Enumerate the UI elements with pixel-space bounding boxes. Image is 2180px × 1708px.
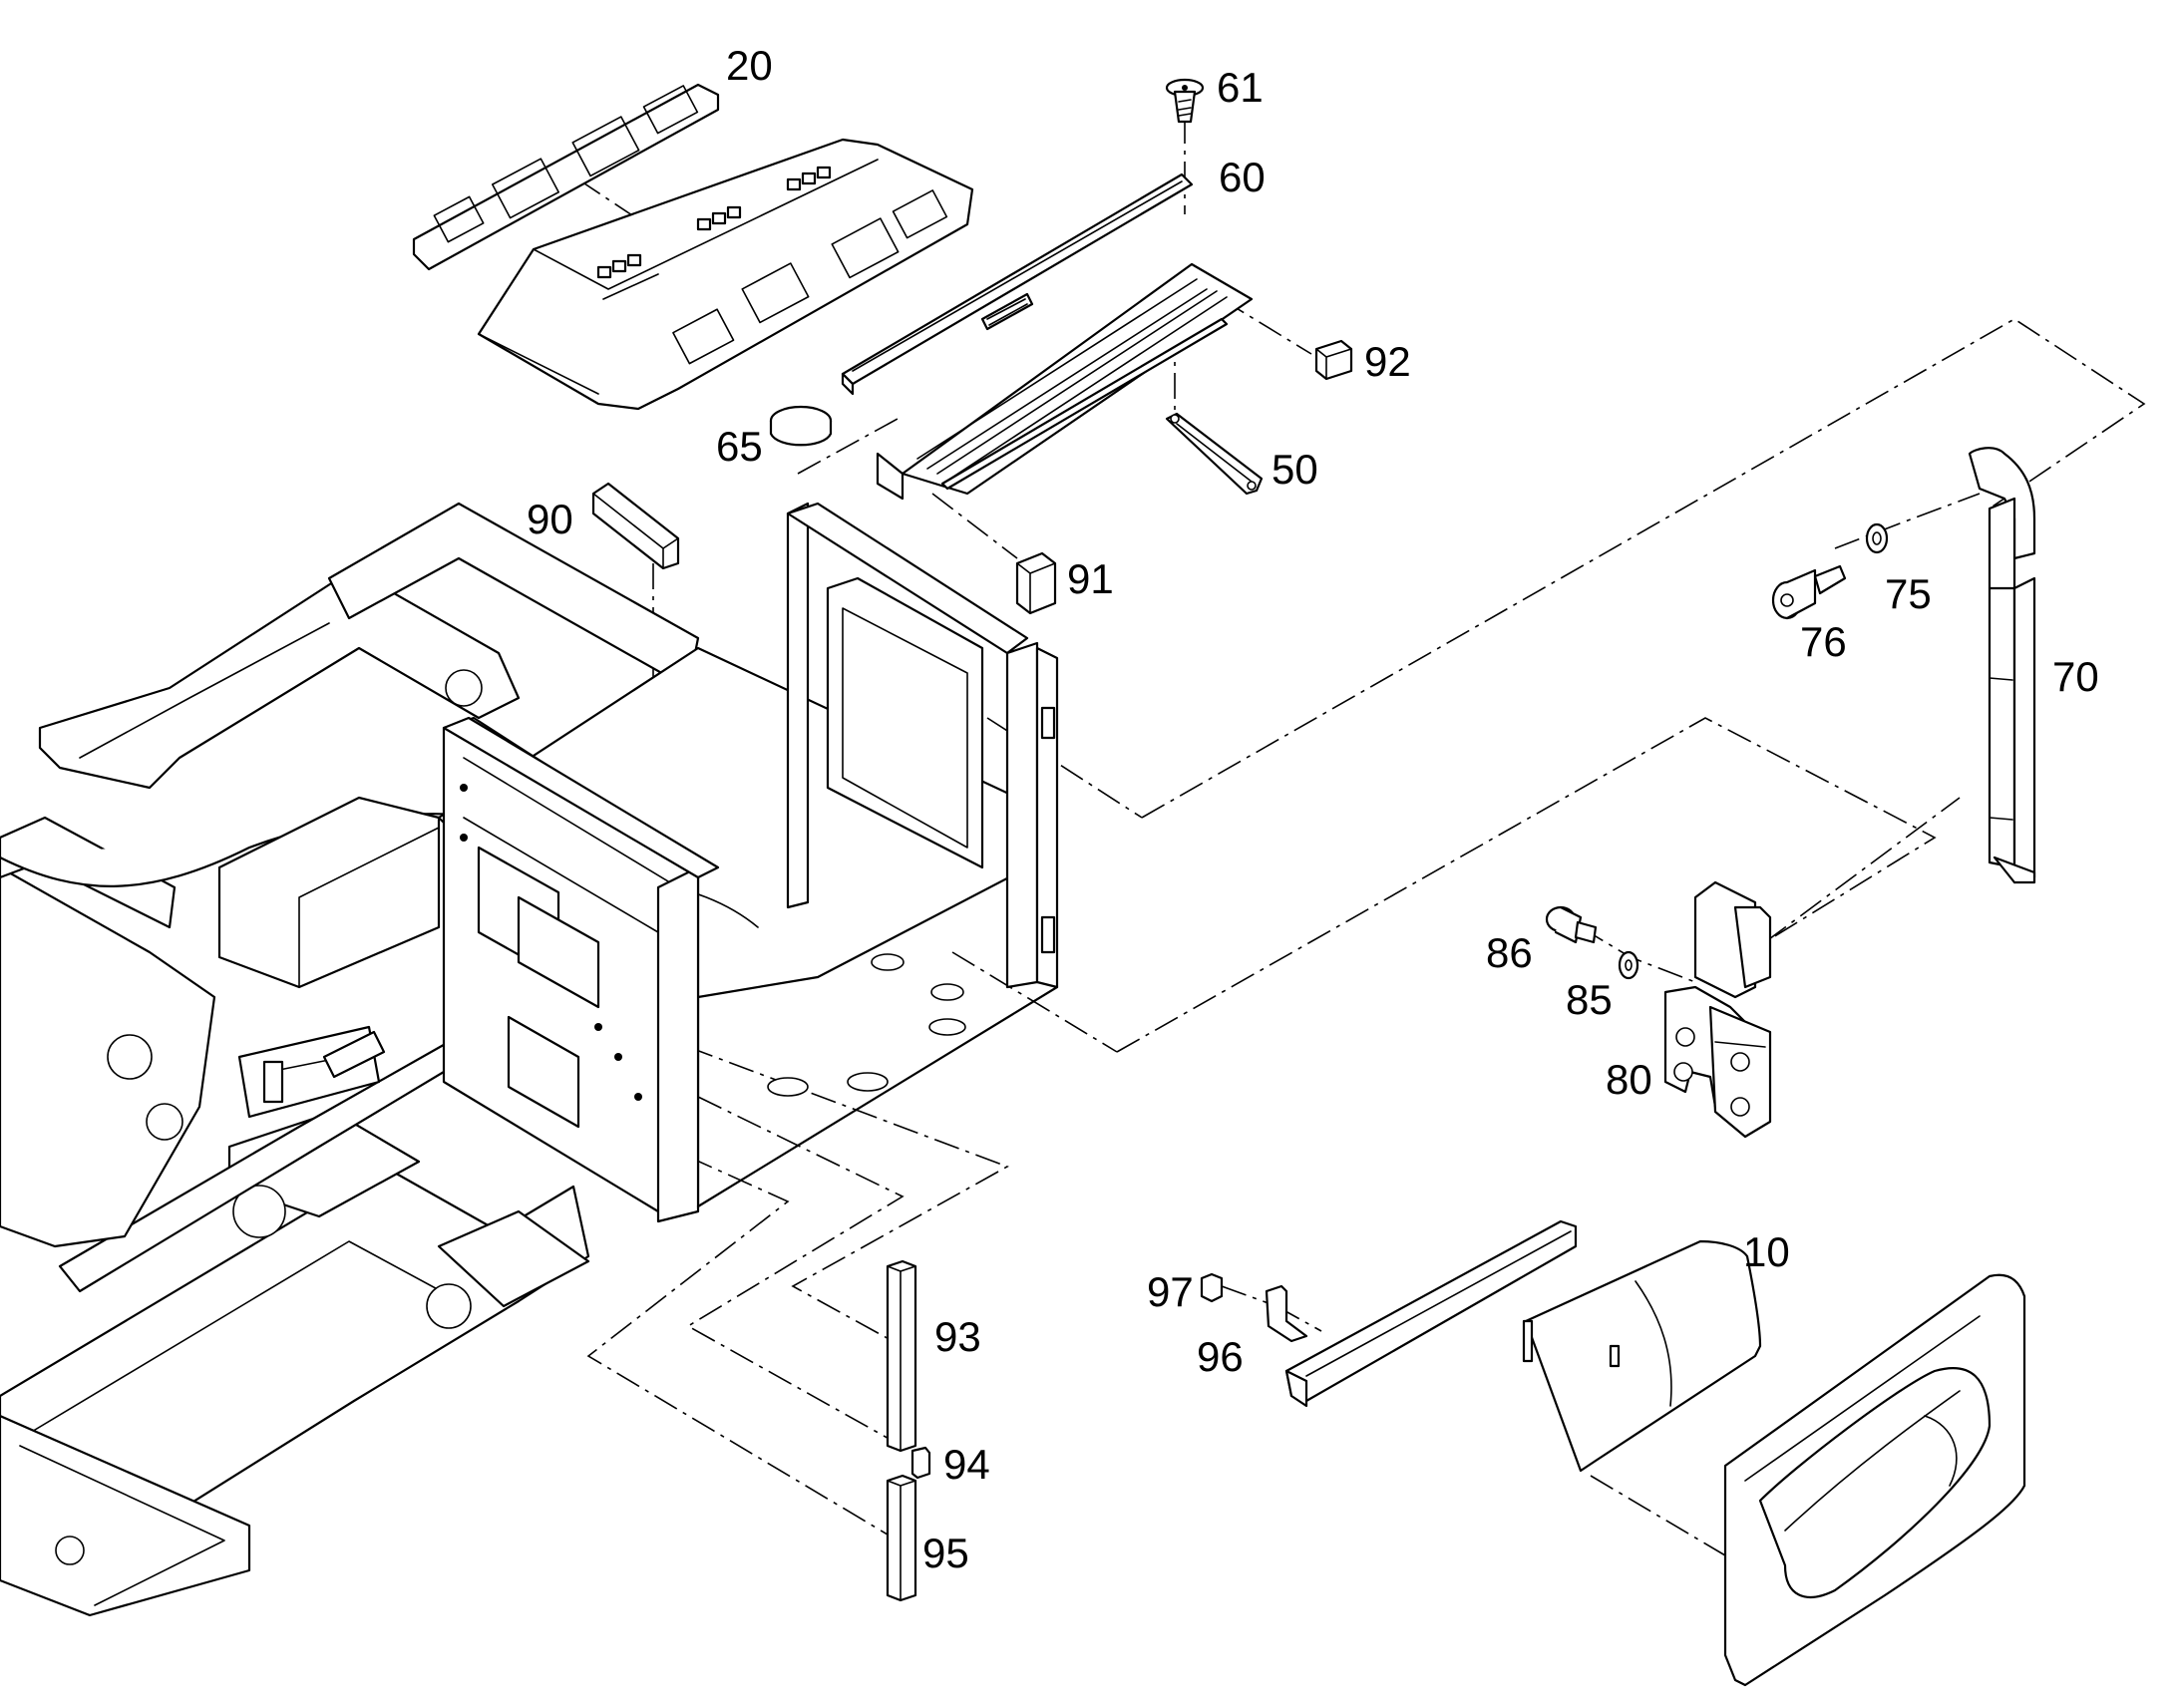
- leader-86-85: [1580, 926, 1696, 983]
- cab-frame: [442, 502, 1059, 1223]
- leader-80-to-frame: [1116, 717, 1937, 1053]
- callout-94: 94: [943, 1441, 990, 1488]
- part-80-bracket: [1663, 880, 1772, 1139]
- base-frame-bracket: [322, 1030, 386, 1079]
- callout-50: 50: [1272, 446, 1318, 493]
- callout-91: 91: [1067, 555, 1114, 602]
- door-panel: [1723, 1273, 2026, 1687]
- leader-65-to-plate: [797, 418, 899, 475]
- base-frame-mount-right: [437, 1209, 590, 1308]
- part-92-block: [1314, 339, 1353, 381]
- callout-92: 92: [1364, 338, 1411, 385]
- callout-90: 90: [527, 496, 573, 542]
- callout-85: 85: [1566, 976, 1613, 1023]
- leader-91-to-grille: [931, 493, 1018, 559]
- callout-93: 93: [934, 1313, 981, 1360]
- cab-frame-floor-edge: [696, 985, 1059, 1208]
- part-75-washer: [1865, 522, 1889, 554]
- part-91-block: [1015, 551, 1057, 615]
- part-61-screw: [1165, 78, 1205, 124]
- cab-frame-right-post: [656, 865, 700, 1223]
- part-85-washer: [1618, 950, 1639, 980]
- grille-lower-strip: [940, 317, 1229, 491]
- part-90-block: [591, 482, 680, 570]
- callout-61: 61: [1217, 64, 1264, 111]
- part-65-cap: [769, 405, 833, 447]
- callout-labels: 20 61 60 92 50 65 90 91 75 76 70 86 85 8…: [527, 42, 2099, 1576]
- part-97-clip: [1200, 1272, 1224, 1303]
- leader-95-group: [586, 1156, 899, 1541]
- cab-frame-rear-post-right: [1005, 641, 1039, 989]
- callout-20: 20: [726, 42, 773, 89]
- leader-76-75: [1834, 493, 1981, 549]
- part-86-bolt: [1545, 905, 1598, 944]
- cab-frame-lower-panel: [507, 1015, 580, 1129]
- grille-front-lip: [876, 452, 905, 501]
- callout-96: 96: [1197, 1333, 1244, 1380]
- part-95-strip: [886, 1474, 917, 1602]
- callout-76: 76: [1800, 618, 1847, 665]
- callout-60: 60: [1219, 154, 1266, 200]
- cab-frame-rear-post-left: [786, 502, 810, 909]
- part-94-clip: [910, 1446, 931, 1480]
- leader-93-group: [687, 1046, 1009, 1342]
- callout-95: 95: [922, 1530, 969, 1576]
- callout-75: 75: [1885, 570, 1932, 617]
- part-70-post: [1968, 447, 2036, 884]
- cab-frame-top-rear: [786, 502, 1029, 655]
- callout-97: 97: [1147, 1268, 1194, 1315]
- base-frame-tank: [217, 796, 441, 989]
- part-76-bolt: [1771, 564, 1847, 620]
- roof-cover: [477, 138, 974, 411]
- part-96-bracket: [1265, 1284, 1308, 1343]
- leader-80-to-70: [1764, 797, 1961, 943]
- foot-rail: [1284, 1219, 1578, 1408]
- cab-frame-panel-window-2: [517, 895, 600, 1009]
- leader-10-to-door: [1590, 1475, 1726, 1556]
- cab-frame-top-bar: [442, 716, 720, 879]
- part-93-strip: [886, 1259, 917, 1453]
- leader-94-group: [686, 1096, 905, 1442]
- callout-10: 10: [1743, 1228, 1790, 1275]
- cab-frame-rear-window: [826, 576, 984, 869]
- part-60-lid: [841, 172, 1194, 396]
- leader-70-lower: [986, 717, 1143, 819]
- grille-vent-plate: [876, 262, 1254, 501]
- callout-65: 65: [716, 423, 763, 470]
- callout-80: 80: [1606, 1056, 1652, 1103]
- leader-70-to-frame: [1141, 318, 2146, 819]
- leader-20-to-cover: [577, 178, 654, 230]
- part-10-liner: [1522, 1239, 1762, 1473]
- part-50-handle: [1165, 412, 1264, 496]
- callout-70: 70: [2052, 653, 2099, 700]
- callout-86: 86: [1486, 929, 1533, 976]
- part-20-gasket: [412, 83, 720, 271]
